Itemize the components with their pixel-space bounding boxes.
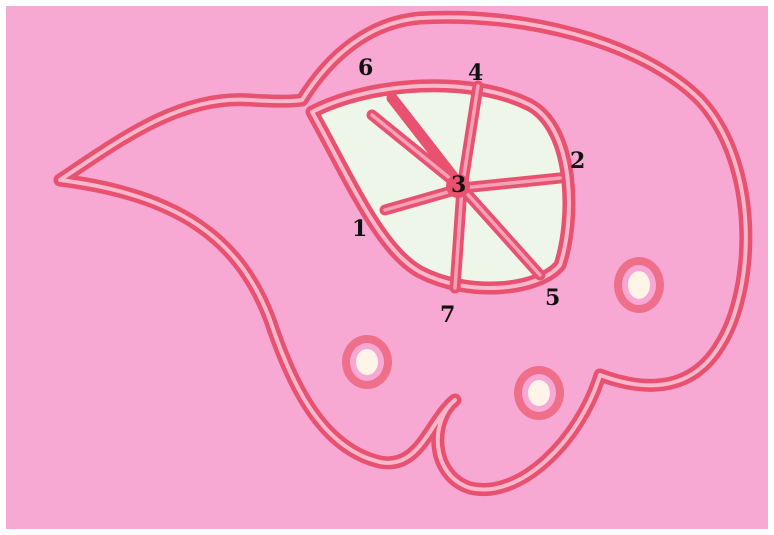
diagram-canvas: 1 2 3 4 5 6 7 xyxy=(6,6,768,529)
spot-middle xyxy=(514,366,564,420)
paisley-diagram: 1 2 3 4 5 6 7 xyxy=(6,6,768,529)
label-1: 1 xyxy=(352,216,367,242)
label-3: 3 xyxy=(451,172,466,198)
label-5: 5 xyxy=(545,285,560,311)
label-6: 6 xyxy=(358,55,373,81)
label-7: 7 xyxy=(440,302,455,328)
label-2: 2 xyxy=(570,148,585,174)
label-4: 4 xyxy=(468,60,483,86)
spot-left xyxy=(342,335,392,389)
spot-right xyxy=(614,257,664,313)
